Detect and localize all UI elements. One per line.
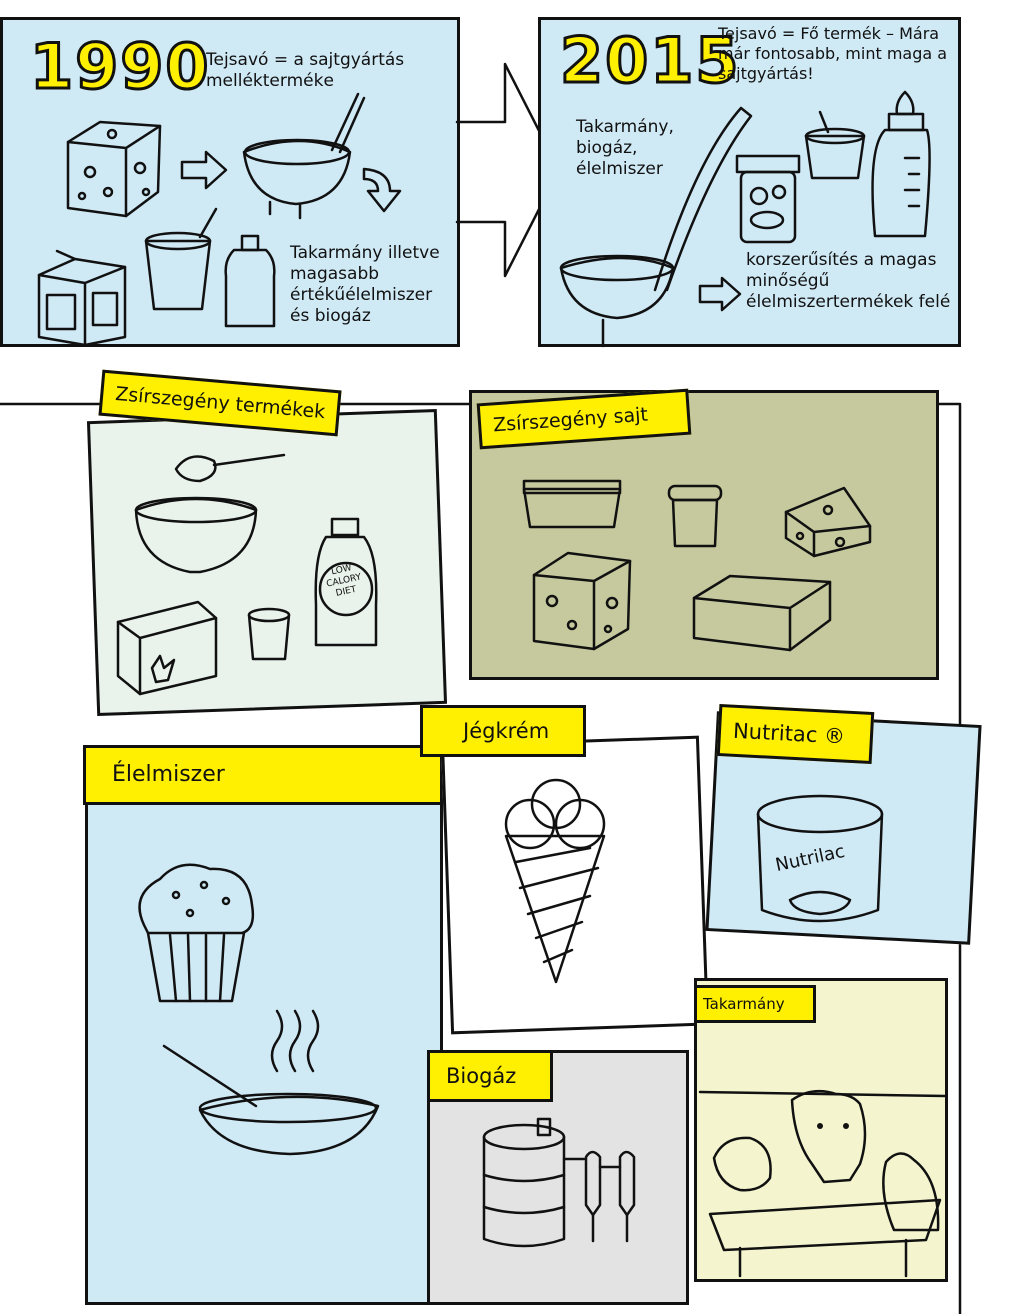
uses-2015: Takarmány, biogáz, élelmiszer bbox=[576, 117, 674, 179]
ladle-bowl-icon bbox=[242, 92, 366, 220]
bottle-icon bbox=[224, 234, 276, 328]
headline-1990: Tejsavó = a sajtgyártás melléktermékе bbox=[206, 50, 405, 91]
baby-food-jar-icon bbox=[735, 154, 801, 244]
curved-arrow-icon bbox=[362, 167, 402, 213]
arrow-right-icon bbox=[698, 276, 742, 312]
yogurt-cup-icon bbox=[144, 207, 218, 311]
animals-icon bbox=[698, 1089, 947, 1278]
spoon-icon bbox=[174, 453, 286, 483]
label-nutritac: Nutritac ® bbox=[716, 703, 875, 765]
panel-1990 bbox=[0, 17, 460, 347]
cheese-wedge-icon bbox=[784, 486, 872, 558]
panel-2015 bbox=[538, 17, 961, 347]
cheese-tub-icon bbox=[522, 479, 622, 529]
label-food: Élelmiszer bbox=[83, 745, 443, 805]
low-calory-bottle-icon bbox=[314, 517, 378, 647]
ladle-icon bbox=[559, 106, 753, 348]
upgrade-2015: korszerűsítés a magas minőségű élelmisze… bbox=[746, 250, 951, 312]
cheese-jar-icon bbox=[667, 484, 723, 548]
porridge-bowl-icon bbox=[804, 110, 866, 180]
year-1990: 1990 bbox=[29, 29, 211, 105]
milk-carton-icon bbox=[37, 249, 127, 347]
year-2015: 2015 bbox=[559, 23, 741, 99]
baby-bottle-icon bbox=[871, 90, 931, 238]
label-biogas: Biogáz bbox=[427, 1050, 553, 1102]
small-yogurt-icon bbox=[247, 607, 291, 661]
cereal-box-icon bbox=[116, 600, 218, 696]
cheese-slab-icon bbox=[692, 574, 832, 652]
panel-feed bbox=[694, 978, 948, 1282]
arrow-right-icon bbox=[180, 150, 228, 190]
headline-2015: Tejsavó = Fő termék – Mára már fontosabb… bbox=[718, 24, 948, 83]
soup-bowl-icon bbox=[162, 1044, 380, 1156]
label-ice-cream: Jégkrém bbox=[420, 705, 586, 757]
cheese-cube-icon bbox=[532, 551, 632, 651]
cheese-block-icon bbox=[66, 120, 162, 218]
muffin-icon bbox=[138, 863, 255, 1003]
uses-1990: Takarmány illetve magasabb értékűélelmis… bbox=[290, 243, 440, 326]
formula-tin-icon bbox=[756, 794, 884, 923]
reactors-icon bbox=[584, 1150, 636, 1243]
biogas-tank-icon bbox=[482, 1117, 586, 1248]
steam-icon bbox=[270, 1009, 320, 1073]
label-feed: Takarmány bbox=[694, 985, 816, 1023]
ice-cream-icon bbox=[504, 778, 606, 984]
bowl-icon bbox=[134, 496, 258, 574]
